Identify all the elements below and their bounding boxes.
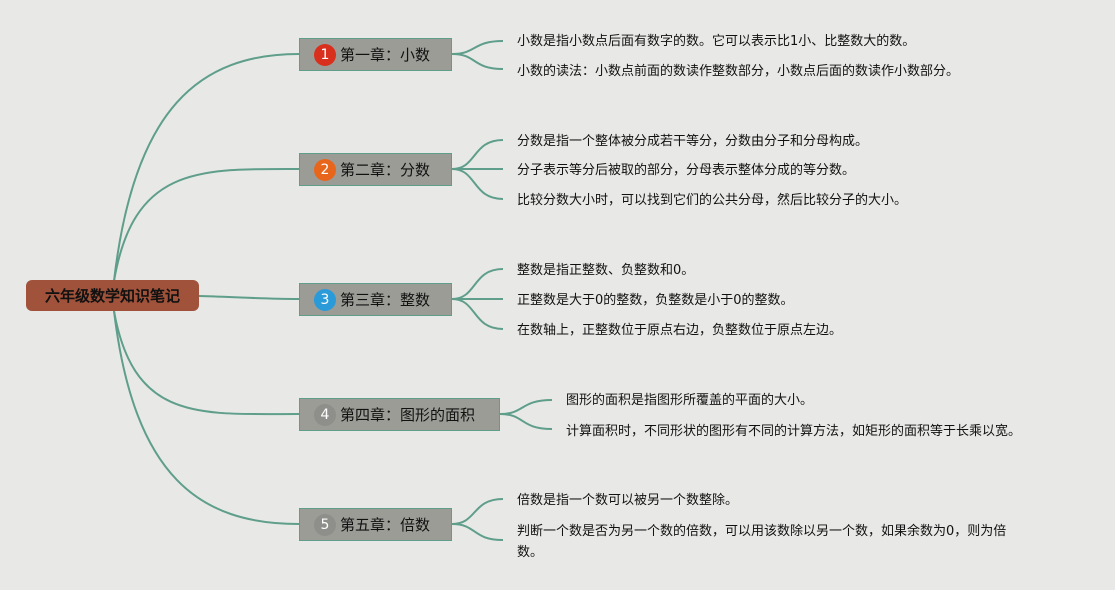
chapter-node-3[interactable]: 3 第三章：整数 xyxy=(299,283,452,316)
note-1-2: 小数的读法：小数点前面的数读作整数部分，小数点后面的数读作小数部分。 xyxy=(517,64,960,79)
chapter-node-2[interactable]: 2 第二章：分数 xyxy=(299,153,452,186)
chapter-label: 第一章：小数 xyxy=(340,46,431,64)
note-2-2: 分子表示等分后被取的部分，分母表示整体分成的等分数。 xyxy=(517,163,856,178)
connector-chapter-5-note-1 xyxy=(451,498,504,525)
chapter-label: 第二章：分数 xyxy=(340,161,431,179)
chapter-label: 第三章：整数 xyxy=(340,291,431,309)
note-3-2: 正整数是大于0的整数，负整数是小于0的整数。 xyxy=(517,293,794,308)
connector-chapter-1-note-2 xyxy=(451,53,504,70)
chapter-node-1[interactable]: 1 第一章：小数 xyxy=(299,38,452,71)
note-1-1: 小数是指小数点后面有数字的数。它可以表示比1小、比整数大的数。 xyxy=(517,34,916,49)
chapter-node-5[interactable]: 5 第五章：倍数 xyxy=(299,508,452,541)
connector-root-chapter-2 xyxy=(113,167,300,282)
connector-root-chapter-5 xyxy=(113,310,300,525)
note-4-2: 计算面积时，不同形状的图形有不同的计算方法，如矩形的面积等于长乘以宽。 xyxy=(566,424,1022,439)
badge-4: 4 xyxy=(314,403,336,426)
connector-chapter-4-note-2 xyxy=(499,413,553,430)
chapter-label: 第四章：图形的面积 xyxy=(340,406,476,424)
connector-chapter-3-note-1 xyxy=(451,268,504,300)
connector-chapter-3-note-3 xyxy=(451,298,504,330)
note-2-3: 比较分数大小时，可以找到它们的公共分母，然后比较分子的大小。 xyxy=(517,193,908,208)
badge-5: 5 xyxy=(314,513,336,536)
chapter-label: 第五章：倍数 xyxy=(340,516,431,534)
badge-3: 3 xyxy=(314,288,336,311)
connector-chapter-1-note-1 xyxy=(451,40,504,55)
note-5-1: 倍数是指一个数可以被另一个数整除。 xyxy=(517,493,739,508)
connector-chapter-2-note-3 xyxy=(451,168,504,200)
connector-root-chapter-4 xyxy=(113,310,300,416)
badge-2: 2 xyxy=(314,158,336,181)
note-4-1: 图形的面积是指图形所覆盖的平面的大小。 xyxy=(566,393,814,408)
connector-chapter-4-note-1 xyxy=(499,399,553,415)
root-node[interactable]: 六年级数学知识笔记 xyxy=(26,280,199,311)
note-5-2: 判断一个数是否为另一个数的倍数，可以用该数除以另一个数，如果余数为0，则为倍数。 xyxy=(517,524,1007,560)
connector-root-chapter-1 xyxy=(113,53,300,282)
note-3-3: 在数轴上，正整数位于原点右边，负整数位于原点左边。 xyxy=(517,323,843,338)
connector-chapter-2-note-1 xyxy=(451,139,504,170)
note-3-1: 整数是指正整数、负整数和0。 xyxy=(517,263,695,278)
connector-chapter-5-note-2 xyxy=(451,523,504,541)
badge-1: 1 xyxy=(314,43,336,66)
chapter-node-4[interactable]: 4 第四章：图形的面积 xyxy=(299,398,500,431)
note-2-1: 分数是指一个整体被分成若干等分，分数由分子和分母构成。 xyxy=(517,134,869,149)
connector-root-chapter-3 xyxy=(198,295,300,300)
root-label: 六年级数学知识笔记 xyxy=(44,287,180,305)
